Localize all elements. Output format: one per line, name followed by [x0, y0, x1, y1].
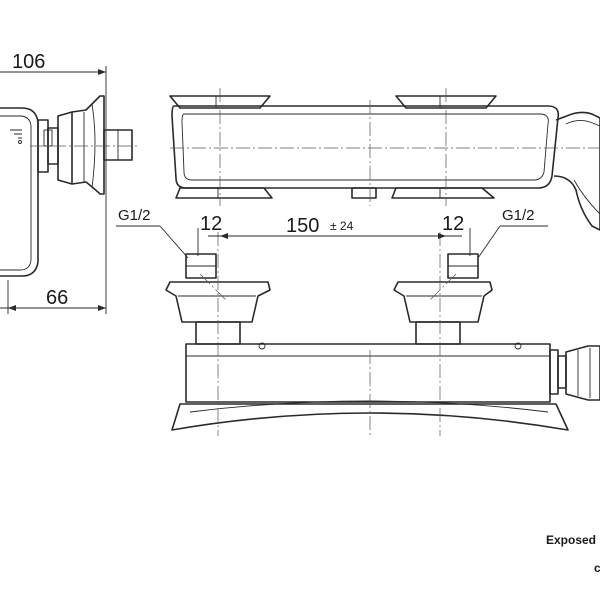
caption-line-2: c: [594, 561, 600, 575]
thread-label-right: G1/2: [502, 207, 535, 224]
dim-66-label: 66: [46, 287, 68, 309]
side-view: 106 66: [0, 51, 140, 314]
top-view: [169, 88, 600, 231]
dim-150-label: 150: [286, 215, 319, 237]
dim-12-left-label: 12: [200, 213, 222, 235]
caption-line-1: Exposed: [546, 533, 596, 547]
dim-106-label: 106: [12, 51, 45, 73]
front-view: 150 ± 24 12 12 G1/2 G1/2: [116, 207, 600, 436]
dim-tolerance-label: ± 24: [330, 219, 354, 233]
dim-12-right-label: 12: [442, 213, 464, 235]
thread-label-left: G1/2: [118, 207, 151, 224]
